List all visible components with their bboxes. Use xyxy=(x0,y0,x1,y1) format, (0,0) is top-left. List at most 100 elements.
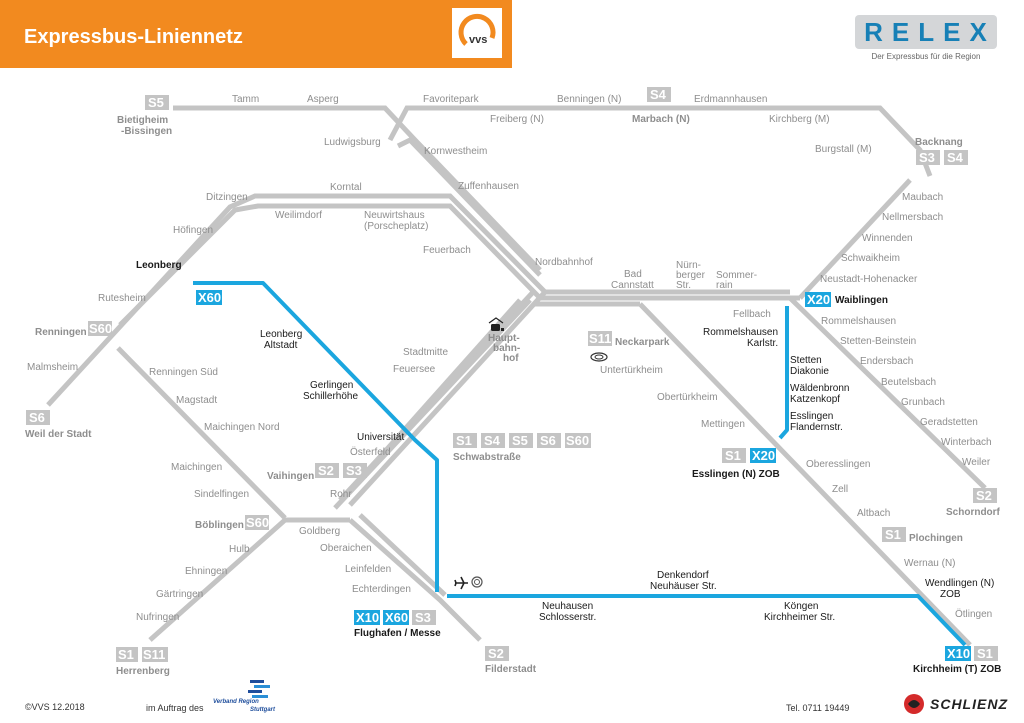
station-feuersee: Feuersee xyxy=(393,364,436,375)
station-hauptbahnhof-2: bahn- xyxy=(493,343,520,354)
s60-boeblingen-badge: S60 xyxy=(246,515,269,530)
station-echterdingen: Echterdingen xyxy=(352,584,411,595)
station-ditzingen: Ditzingen xyxy=(206,192,248,203)
station-esslingen-flandernstr-2: Flandernstr. xyxy=(790,422,843,433)
express-x20-line xyxy=(778,306,789,440)
s2-schorndorf-badge: S2 xyxy=(976,488,992,503)
station-wernau: Wernau (N) xyxy=(904,558,956,569)
station-rommelshausen-karlstr-2: Karlstr. xyxy=(747,338,778,349)
s60-boeblingen-bg xyxy=(245,515,269,530)
s4-badge-bg xyxy=(647,87,671,102)
station-neuhausen-1: Neuhausen xyxy=(542,601,593,612)
s3-flughafen-badge: S3 xyxy=(415,610,431,625)
relex-logo-text: RELEX xyxy=(864,17,996,47)
station-obertuerkheim: Obertürkheim xyxy=(657,392,718,403)
schwab-s5-badge: S5 xyxy=(512,433,528,448)
station-herrenberg: Herrenberg xyxy=(116,666,170,677)
s11-herrenberg-bg xyxy=(142,647,168,662)
station-leonberg: Leonberg xyxy=(136,260,182,271)
station-hauptbahnhof-1: Haupt- xyxy=(488,333,520,344)
s1-herrenberg-badge: S1 xyxy=(118,647,134,662)
station-gaertringen: Gärtringen xyxy=(156,589,203,600)
x60-flughafen-bg xyxy=(383,610,409,625)
station-goldberg: Goldberg xyxy=(299,526,340,537)
station-sommerrain-2: rain xyxy=(716,280,733,291)
station-schwaikheim: Schwaikheim xyxy=(841,253,900,264)
station-benningen: Benningen (N) xyxy=(557,94,621,105)
schwab-s6-badge: S6 xyxy=(540,433,556,448)
s2-vaihingen-badge: S2 xyxy=(318,463,334,478)
station-burgstall: Burgstall (M) xyxy=(815,144,872,155)
station-neuhausen-2: Schlosserstr. xyxy=(539,612,596,623)
station-gerlingen-1: Gerlingen xyxy=(310,380,353,391)
station-porscheplatz: (Porscheplatz) xyxy=(364,221,428,232)
sbahn-s4-line-b xyxy=(396,136,542,277)
station-koengen-1: Köngen xyxy=(784,601,818,612)
station-nuern-3: Str. xyxy=(676,280,691,291)
station-oberaichen: Oberaichen xyxy=(320,543,372,554)
schwab-s1-badge: S1 xyxy=(456,433,472,448)
vvs-logo: vvs xyxy=(452,8,502,58)
station-beutelsbach: Beutelsbach xyxy=(881,377,936,388)
station-nufringen: Nufringen xyxy=(136,612,179,623)
station-nuern-2: berger xyxy=(676,270,706,281)
station-nellmersbach: Nellmersbach xyxy=(882,212,943,223)
station-nuern-1: Nürn- xyxy=(676,260,701,271)
sbahn-s2-remstal xyxy=(788,296,987,490)
station-denkendorf-1: Denkendorf xyxy=(657,570,709,581)
s3-backnang-badge: S3 xyxy=(919,150,935,165)
s2-vaihingen-bg xyxy=(315,463,339,478)
station-wendlingen-2: ZOB xyxy=(940,589,961,600)
station-sindelfingen: Sindelfingen xyxy=(194,489,249,500)
station-esslingen-flandernstr-1: Esslingen xyxy=(790,411,833,422)
station-neckarpark: Neckarpark xyxy=(615,337,670,348)
express-x10-line xyxy=(447,594,967,647)
s3-backnang-bg xyxy=(916,150,940,165)
station-zell: Zell xyxy=(832,484,848,495)
station-cannstatt: Cannstatt xyxy=(611,280,654,291)
station-magstadt: Magstadt xyxy=(176,395,217,406)
sbahn-s3-airport xyxy=(358,513,447,597)
station-stetten-diakonie-2: Diakonie xyxy=(790,366,829,377)
x60-badge: X60 xyxy=(198,290,221,305)
schwab-s6-bg xyxy=(537,433,561,448)
station-bietigheim: Bietigheim xyxy=(117,115,168,126)
vvs-logo-icon: vvs xyxy=(458,13,496,46)
esslingen-x20-bg xyxy=(750,448,776,463)
s3-vaihingen-badge: S3 xyxy=(346,463,362,478)
station-leonberg-altstadt-2: Altstadt xyxy=(264,340,298,351)
station-schwabstrasse: Schwabstraße xyxy=(453,452,521,463)
s11-neckarpark-badge: S11 xyxy=(589,331,611,346)
station-rommelshausen: Rommelshausen xyxy=(821,316,896,327)
station-maichingen-nord: Maichingen Nord xyxy=(204,422,280,433)
station-waiblingen: Waiblingen xyxy=(835,295,888,306)
station-kirchberg: Kirchberg (M) xyxy=(769,114,830,125)
station-korntal: Korntal xyxy=(330,182,362,193)
station-oberesslingen: Oberesslingen xyxy=(806,459,870,470)
kirchheim-x10-badge: X10 xyxy=(947,646,970,661)
sbahn-s6-line-b xyxy=(118,203,542,327)
station-grunbach: Grunbach xyxy=(901,397,945,408)
vrs-logo-line1: Verband Region xyxy=(213,699,259,705)
station-renningen-sued: Renningen Süd xyxy=(149,367,218,378)
sbahn-s1-line-sw xyxy=(148,517,350,642)
schwab-s4-badge: S4 xyxy=(484,433,501,448)
x20-waiblingen-badge: X20 xyxy=(807,292,830,307)
station-hauptbahnhof-3: hof xyxy=(503,353,519,364)
schwab-s4-bg xyxy=(481,433,505,448)
station-winnenden: Winnenden xyxy=(862,233,913,244)
fair-icon xyxy=(471,576,483,588)
station-hulb: Hulb xyxy=(229,544,250,555)
vrs-logo-icon xyxy=(248,680,270,698)
schwab-s60-bg xyxy=(565,433,591,448)
station-bad: Bad xyxy=(624,269,642,280)
station-labels: S5 Bietigheim -Bissingen Tamm Asperg Lud… xyxy=(25,87,1001,677)
s4-badge-top: S4 xyxy=(650,87,667,102)
station-stadtmitte: Stadtmitte xyxy=(403,347,448,358)
station-backnang: Backnang xyxy=(915,137,963,148)
station-malmsheim: Malmsheim xyxy=(27,362,78,373)
x60-badge-bg xyxy=(196,290,222,305)
station-leonberg-altstadt-1: Leonberg xyxy=(260,329,302,340)
station-rommelshausen-karlstr-1: Rommelshausen xyxy=(703,327,778,338)
